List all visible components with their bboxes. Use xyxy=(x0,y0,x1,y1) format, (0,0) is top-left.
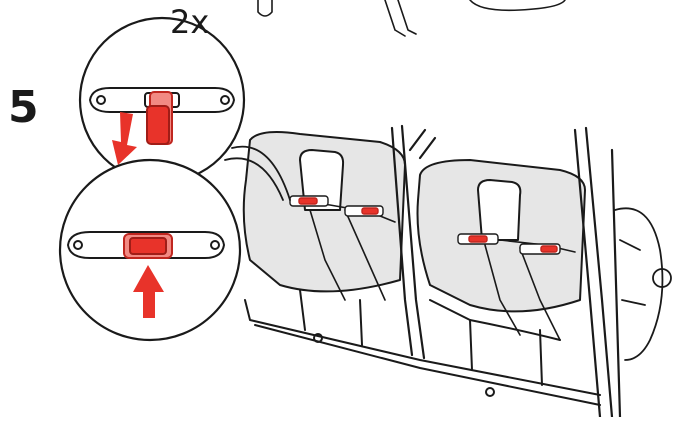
callout-attach xyxy=(58,158,242,342)
arrow-up-icon xyxy=(133,265,164,318)
side-wheel xyxy=(614,207,672,361)
seat-buckles xyxy=(289,195,561,255)
callout-leader xyxy=(224,145,291,201)
arrow-down-icon xyxy=(112,112,137,165)
left-seat xyxy=(242,131,406,293)
repeat-count: 2x xyxy=(170,3,210,41)
double-stroller xyxy=(242,124,672,419)
step-number: 5 xyxy=(8,82,39,133)
top-fragments xyxy=(257,0,566,37)
callout-detach xyxy=(78,16,246,184)
